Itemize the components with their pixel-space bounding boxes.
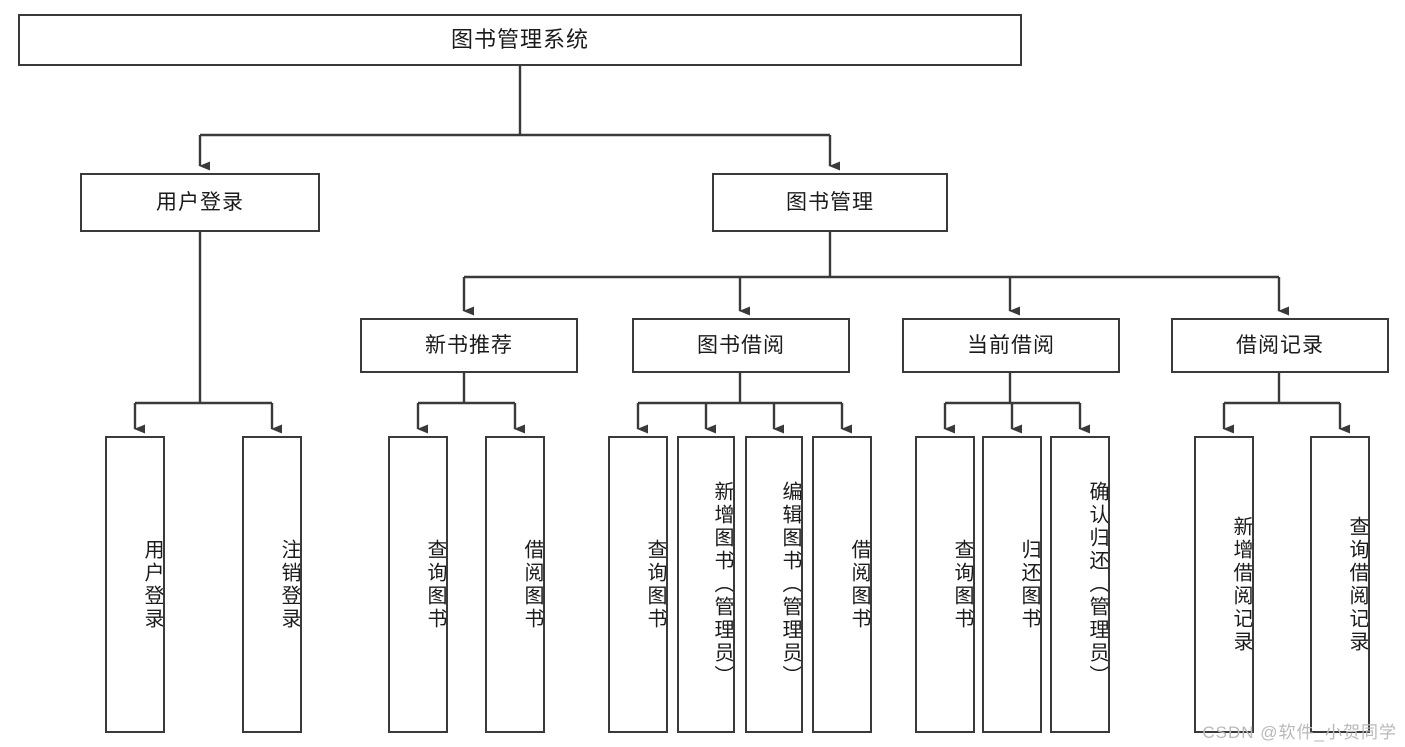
- node-label: 用户登录: [141, 538, 163, 631]
- node-label: 新书推荐: [425, 333, 513, 357]
- leaf-query-book-borrow[interactable]: 查询图书: [608, 436, 668, 733]
- leaf-user-logout[interactable]: 注销登录: [242, 436, 302, 733]
- node-label: 查询图书: [424, 538, 446, 631]
- node-label: 新增借阅记录: [1230, 515, 1252, 654]
- node-borrow-record[interactable]: 借阅记录: [1171, 318, 1389, 373]
- node-label: 用户登录: [156, 190, 244, 214]
- node-root-book-management-system[interactable]: 图书管理系统: [18, 14, 1022, 66]
- leaf-user-login[interactable]: 用户登录: [105, 436, 165, 733]
- connectors-bookborrow-to-leaves: [636, 373, 852, 434]
- leaf-edit-book-admin[interactable]: 编辑图书（管理员）: [745, 436, 803, 733]
- node-label: 编辑图书（管理员）: [779, 481, 801, 688]
- node-label: 新增图书（管理员）: [711, 481, 733, 688]
- node-label: 借阅图书: [848, 538, 870, 631]
- node-label: 查询借阅记录: [1346, 515, 1368, 654]
- leaf-add-borrow-record[interactable]: 新增借阅记录: [1194, 436, 1254, 733]
- node-label: 图书借阅: [697, 333, 785, 357]
- leaf-query-borrow-record[interactable]: 查询借阅记录: [1310, 436, 1370, 733]
- node-label: 查询图书: [644, 538, 666, 631]
- connectors-borrowrecord-to-leaves: [1222, 373, 1350, 434]
- connectors-bookmanage-to-level3: [462, 232, 1289, 316]
- connectors-currentborrow-to-leaves: [943, 373, 1090, 434]
- node-label: 注销登录: [278, 538, 300, 631]
- leaf-query-book-new[interactable]: 查询图书: [388, 436, 448, 733]
- node-label: 确认归还（管理员）: [1086, 481, 1108, 688]
- leaf-return-book[interactable]: 归还图书: [982, 436, 1042, 733]
- node-label: 图书管理系统: [450, 26, 589, 52]
- node-label: 查询图书: [951, 538, 973, 631]
- connectors-userlogin-to-leaves: [133, 232, 282, 434]
- node-label: 当前借阅: [967, 333, 1055, 357]
- node-label: 借阅记录: [1236, 333, 1324, 357]
- node-label: 图书管理: [786, 190, 874, 214]
- node-current-borrow[interactable]: 当前借阅: [902, 318, 1120, 373]
- leaf-add-book-admin[interactable]: 新增图书（管理员）: [677, 436, 735, 733]
- connectors-root-to-level2: [198, 66, 840, 171]
- node-label: 借阅图书: [521, 538, 543, 631]
- connectors-newbook-to-leaves: [416, 373, 525, 434]
- node-new-book-recommend[interactable]: 新书推荐: [360, 318, 578, 373]
- leaf-borrow-book-new[interactable]: 借阅图书: [485, 436, 545, 733]
- node-book-manage[interactable]: 图书管理: [712, 173, 948, 232]
- leaf-confirm-return-admin[interactable]: 确认归还（管理员）: [1050, 436, 1110, 733]
- leaf-borrow-book-borrow[interactable]: 借阅图书: [812, 436, 872, 733]
- node-label: 归还图书: [1018, 538, 1040, 631]
- node-book-borrow[interactable]: 图书借阅: [632, 318, 850, 373]
- node-user-login[interactable]: 用户登录: [80, 173, 320, 232]
- leaf-query-book-current[interactable]: 查询图书: [915, 436, 975, 733]
